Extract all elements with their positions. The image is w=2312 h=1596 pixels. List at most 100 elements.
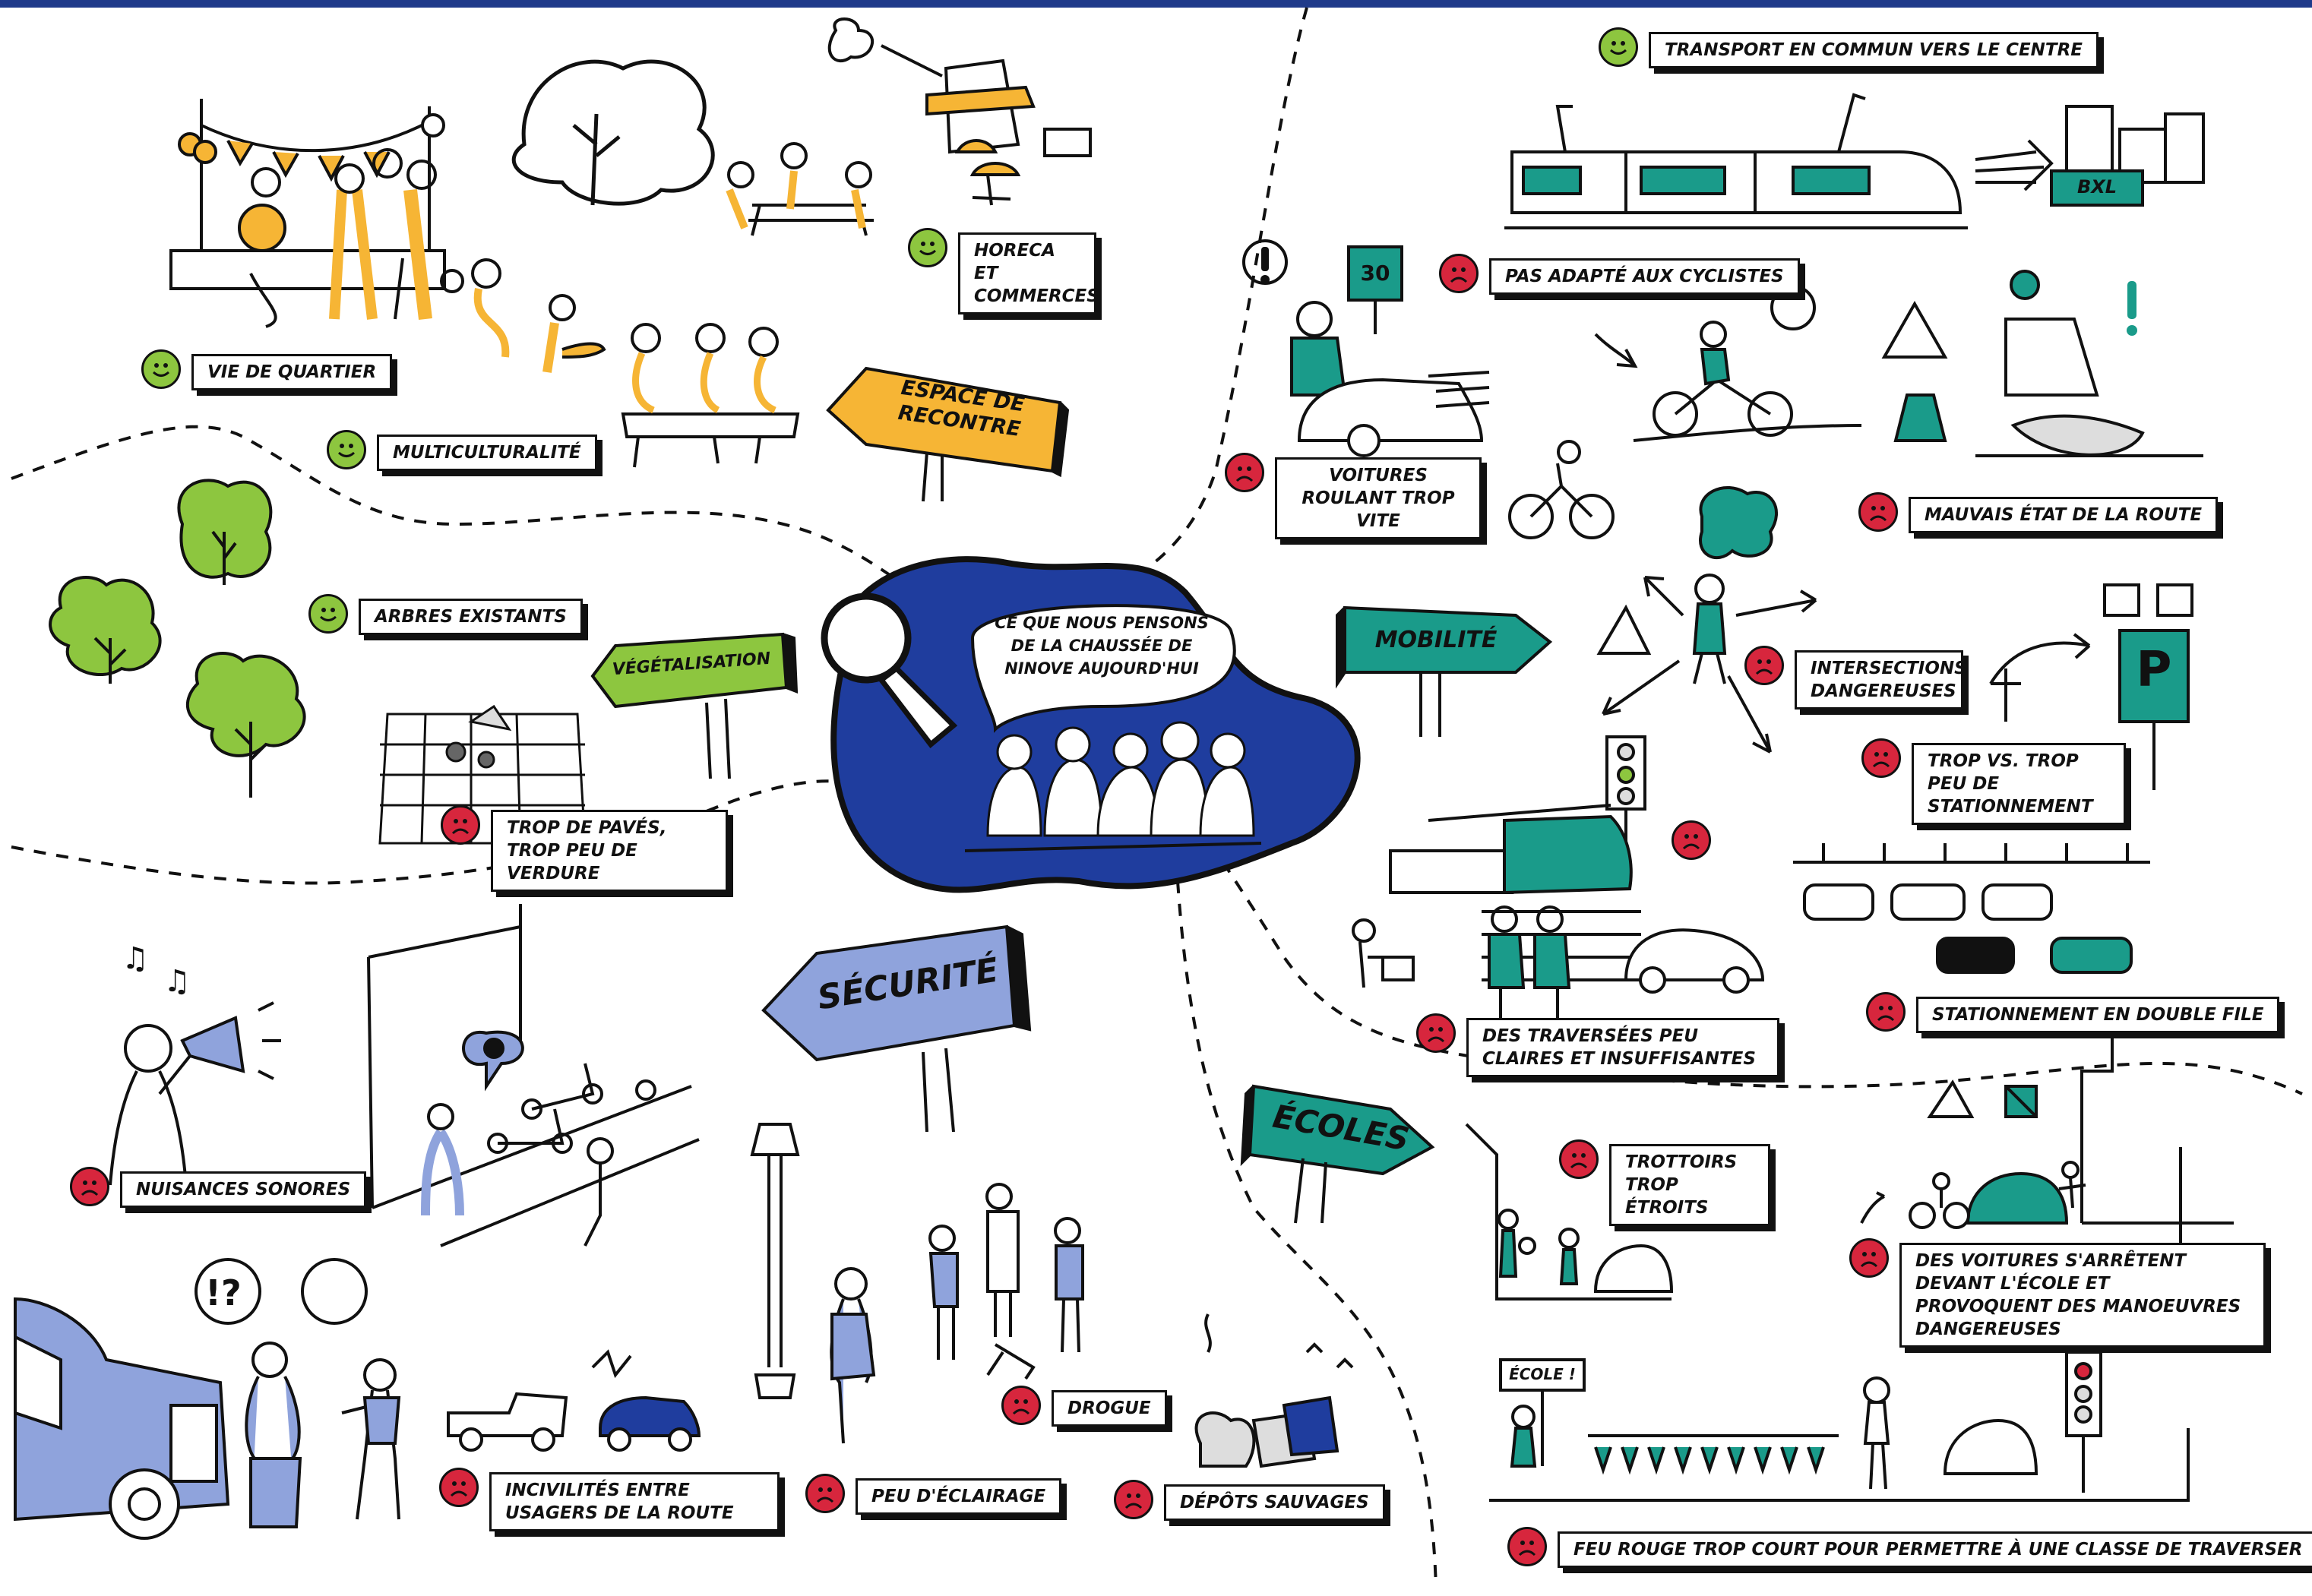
smiley-negative-icon: [1439, 254, 1479, 293]
terrace-drawing: [726, 17, 1092, 236]
double-parking-drawing: [1793, 843, 2150, 974]
label-text: MAUVAIS ÉTAT DE LA ROUTE: [1909, 497, 2219, 533]
label-text: DES VOITURES S'ARRÊTENT DEVANT L'ÉCOLE E…: [1899, 1243, 2266, 1348]
label-text: PAS ADAPTÉ AUX CYCLISTES: [1489, 258, 1800, 295]
label-incivilites: INCIVILITÉS ENTRE USAGERS DE LA ROUTE: [439, 1468, 780, 1531]
smiley-positive-icon: [327, 430, 366, 469]
label-text: HORECA ET COMMERCES: [958, 232, 1099, 314]
speeding-car-drawing: [1242, 239, 1490, 457]
center-bubble-text: CE QUE NOUS PENSONS DE LA CHAUSSÉE DE NI…: [995, 614, 1209, 678]
smiley-negative-icon: [439, 1468, 479, 1507]
smiley-negative-icon: [805, 1474, 845, 1513]
waste-drawing: [1194, 1313, 1354, 1468]
label-text: MULTICULTURALITÉ: [377, 435, 597, 471]
label-transport: TRANSPORT EN COMMUN VERS LE CENTRE: [1599, 27, 2099, 68]
smiley-negative-icon: [441, 805, 480, 845]
label-text: INCIVILITÉS ENTRE USAGERS DE LA ROUTE: [489, 1472, 780, 1531]
label-text: VIE DE QUARTIER: [191, 354, 393, 390]
sign-bxl-label: BXL: [2076, 176, 2117, 198]
smiley-positive-icon: [908, 228, 947, 267]
sign-vegetalisation: [590, 632, 799, 779]
label-horeca: HORECA ET COMMERCES: [908, 228, 1099, 314]
label-text: PEU D'ÉCLAIRAGE: [856, 1478, 1062, 1515]
sign-ecole-small-label: ÉCOLE !: [1509, 1365, 1576, 1383]
label-vie-de-quartier: VIE DE QUARTIER: [141, 349, 393, 390]
label-route: MAUVAIS ÉTAT DE LA ROUTE: [1858, 492, 2219, 533]
smiley-negative-icon: [1416, 1013, 1456, 1053]
central-blob: [830, 556, 1361, 893]
magnifier-icon: [821, 593, 958, 749]
intersection-drawing: [1596, 485, 1817, 754]
road-works-drawing: [1881, 270, 2203, 457]
label-cyclistes: PAS ADAPTÉ AUX CYCLISTES: [1439, 254, 1800, 295]
pedestrians-drawing: [830, 1183, 1084, 1444]
label-text: FEU ROUGE TROP COURT POUR PERMETTRE À UN…: [1558, 1531, 2312, 1568]
green-trees-drawing: [49, 479, 306, 798]
label-arret-ecole: DES VOITURES S'ARRÊTENT DEVANT L'ÉCOLE E…: [1849, 1238, 2266, 1348]
label-text: TROP DE PAVÉS, TROP PEU DE VERDURE: [491, 810, 728, 892]
svg-text:!?: !?: [205, 1272, 242, 1313]
parking-drawing: [1989, 583, 2193, 790]
people-sitting-drawing: [621, 323, 800, 468]
smiley-negative-icon: [1858, 492, 1898, 532]
label-text: TRANSPORT EN COMMUN VERS LE CENTRE: [1649, 32, 2099, 68]
label-text: DES TRAVERSÉES PEU CLAIRES ET INSUFFISAN…: [1466, 1018, 1779, 1077]
label-text: ARBRES EXISTANTS: [359, 599, 583, 635]
label-text: STATIONNEMENT EN DOUBLE FILE: [1916, 997, 2280, 1033]
sign-espace-de-recontre: [826, 366, 1070, 502]
smiley-positive-icon: [308, 594, 348, 634]
smiley-negative-icon: [1507, 1527, 1547, 1566]
label-intersections: INTERSECTIONS DANGEREUSES: [1744, 646, 1967, 710]
top-bar: [0, 0, 2312, 8]
svg-text:♫: ♫: [163, 964, 191, 999]
smiley-negative-icon: [1849, 1238, 1889, 1278]
sign-mobilite-label: MOBILITÉ: [1374, 627, 1498, 653]
label-eclairage: PEU D'ÉCLAIRAGE: [805, 1474, 1062, 1515]
sign-ecoles: [1240, 1084, 1435, 1224]
smiley-negative-icon: [70, 1167, 109, 1206]
truck-drawing: [14, 1297, 230, 1540]
label-paves: TROP DE PAVÉS, TROP PEU DE VERDURE: [441, 805, 728, 892]
speed-limit-label: 30: [1360, 261, 1390, 286]
smiley-negative-icon: [1861, 738, 1901, 778]
label-text: DROGUE: [1052, 1390, 1167, 1427]
label-trottoirs: TROTTOIRS TROP ÉTROITS: [1559, 1139, 1770, 1226]
label-text: TROTTOIRS TROP ÉTROITS: [1609, 1144, 1770, 1226]
sign-securite: [761, 924, 1032, 1133]
sign-mobilite: [1336, 605, 1553, 737]
label-nuisances: NUISANCES SONORES: [70, 1167, 367, 1208]
label-feu-rouge: FEU ROUGE TROP COURT POUR PERMETTRE À UN…: [1507, 1527, 2312, 1568]
label-drogue: DROGUE: [1001, 1386, 1167, 1427]
label-text: INTERSECTIONS DANGEREUSES: [1795, 650, 1967, 710]
market-stall-drawing: [169, 99, 606, 373]
crossing-drawing: [1352, 735, 1765, 1018]
smiley-negative-icon: [1866, 992, 1906, 1032]
class-crossing-drawing: [1489, 1351, 2190, 1502]
smiley-negative-icon: [1114, 1480, 1153, 1519]
tram-drawing: [1504, 93, 2205, 229]
noise-drawing: ♫ ♫: [109, 941, 281, 1186]
svg-text:♫: ♫: [122, 941, 149, 976]
label-text: VOITURES ROULANT TROP VITE: [1275, 457, 1482, 539]
tree-outline-drawing: [511, 59, 715, 206]
arguing-people-drawing: !?: [195, 1258, 401, 1528]
label-stationnement: TROP VS. TROP PEU DE STATIONNEMENT: [1861, 738, 2126, 825]
smiley-positive-icon: [1599, 27, 1638, 67]
smiley-negative-icon: [1225, 453, 1264, 492]
street-lamp-drawing: [750, 1123, 800, 1399]
street-scooters-drawing: [367, 904, 700, 1247]
parking-letter: P: [2136, 642, 2172, 698]
label-arbres: ARBRES EXISTANTS: [308, 594, 583, 635]
smiley-positive-icon: [141, 349, 181, 389]
sidewalk-drawing: [1465, 1123, 1674, 1301]
label-voitures: VOITURES ROULANT TROP VITE: [1225, 453, 1482, 539]
label-text: NUISANCES SONORES: [120, 1171, 367, 1208]
label-traversees: DES TRAVERSÉES PEU CLAIRES ET INSUFFISAN…: [1416, 1013, 1779, 1077]
smiley-negative-icon: [1559, 1139, 1599, 1179]
label-double-file: STATIONNEMENT EN DOUBLE FILE: [1866, 992, 2280, 1033]
smiley-negative-icon: [1744, 646, 1784, 685]
cyclists-drawing: [1508, 285, 1862, 539]
label-multiculturalite: MULTICULTURALITÉ: [327, 430, 597, 471]
label-text: DÉPÔTS SAUVAGES: [1164, 1484, 1385, 1521]
